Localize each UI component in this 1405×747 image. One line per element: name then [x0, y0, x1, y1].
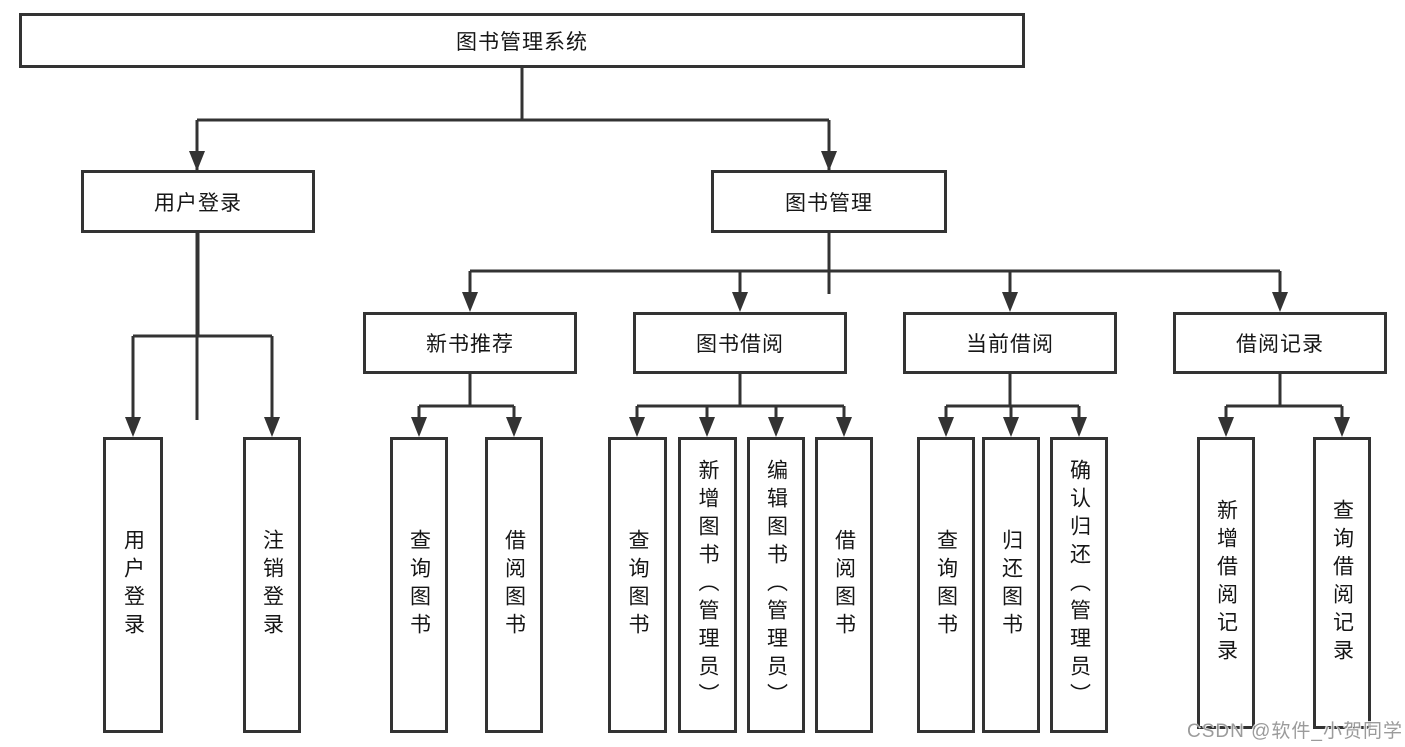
leaf-label: 查询图书	[626, 529, 649, 641]
connector-root-to-level2	[195, 68, 831, 420]
leaf-edit-books-admin: 编辑图书（管理员）	[747, 437, 805, 733]
leaf-label: 查询图书	[407, 529, 431, 641]
arrowheads	[125, 151, 1350, 437]
leaf-label: 借阅图书	[832, 529, 856, 641]
leaf-query-borrow-record: 查询借阅记录	[1313, 437, 1371, 729]
leaf-label: 新增图书（管理员）	[696, 459, 719, 711]
node-new-book-recommend: 新书推荐	[363, 312, 577, 374]
leaf-confirm-return-admin: 确认归还（管理员）	[1050, 437, 1108, 733]
leaf-query-books: 查询图书	[390, 437, 448, 733]
leaf-borrow-books: 借阅图书	[485, 437, 543, 733]
leaf-label: 查询图书	[934, 529, 958, 641]
node-library-management-system: 图书管理系统	[19, 13, 1025, 68]
leaf-label: 编辑图书（管理员）	[764, 459, 788, 711]
leaf-add-books-admin: 新增图书（管理员）	[678, 437, 737, 733]
leaf-user-login: 用户登录	[103, 437, 163, 733]
leaf-add-borrow-record: 新增借阅记录	[1197, 437, 1255, 729]
leaf-label: 用户登录	[121, 529, 145, 641]
csdn-watermark: CSDN @软件_小贺同学	[1187, 721, 1403, 742]
leaf-label: 确认归还（管理员）	[1067, 459, 1091, 711]
connector-new-book-recommend-children	[417, 374, 516, 420]
leaf-label: 借阅图书	[502, 529, 526, 641]
leaf-query-books: 查询图书	[608, 437, 667, 733]
node-borrow-records: 借阅记录	[1173, 312, 1387, 374]
leaf-borrow-books: 借阅图书	[815, 437, 873, 733]
node-book-borrow: 图书借阅	[633, 312, 847, 374]
leaf-return-books: 归还图书	[982, 437, 1040, 733]
node-book-management: 图书管理	[711, 170, 947, 233]
connector-user-login-children	[131, 233, 274, 420]
node-user-login: 用户登录	[81, 170, 315, 233]
connector-current-borrow-children	[944, 374, 1081, 420]
leaf-label: 归还图书	[999, 529, 1023, 641]
connector-book-management-children	[468, 233, 1282, 295]
connector-borrow-records-children	[1224, 374, 1344, 420]
leaf-query-books: 查询图书	[917, 437, 975, 733]
leaf-label: 注销登录	[260, 529, 284, 641]
connector-book-borrow-children	[635, 374, 846, 420]
leaf-label: 查询借阅记录	[1330, 499, 1354, 667]
node-current-borrow: 当前借阅	[903, 312, 1117, 374]
leaf-label: 新增借阅记录	[1214, 499, 1238, 667]
leaf-logout: 注销登录	[243, 437, 301, 733]
